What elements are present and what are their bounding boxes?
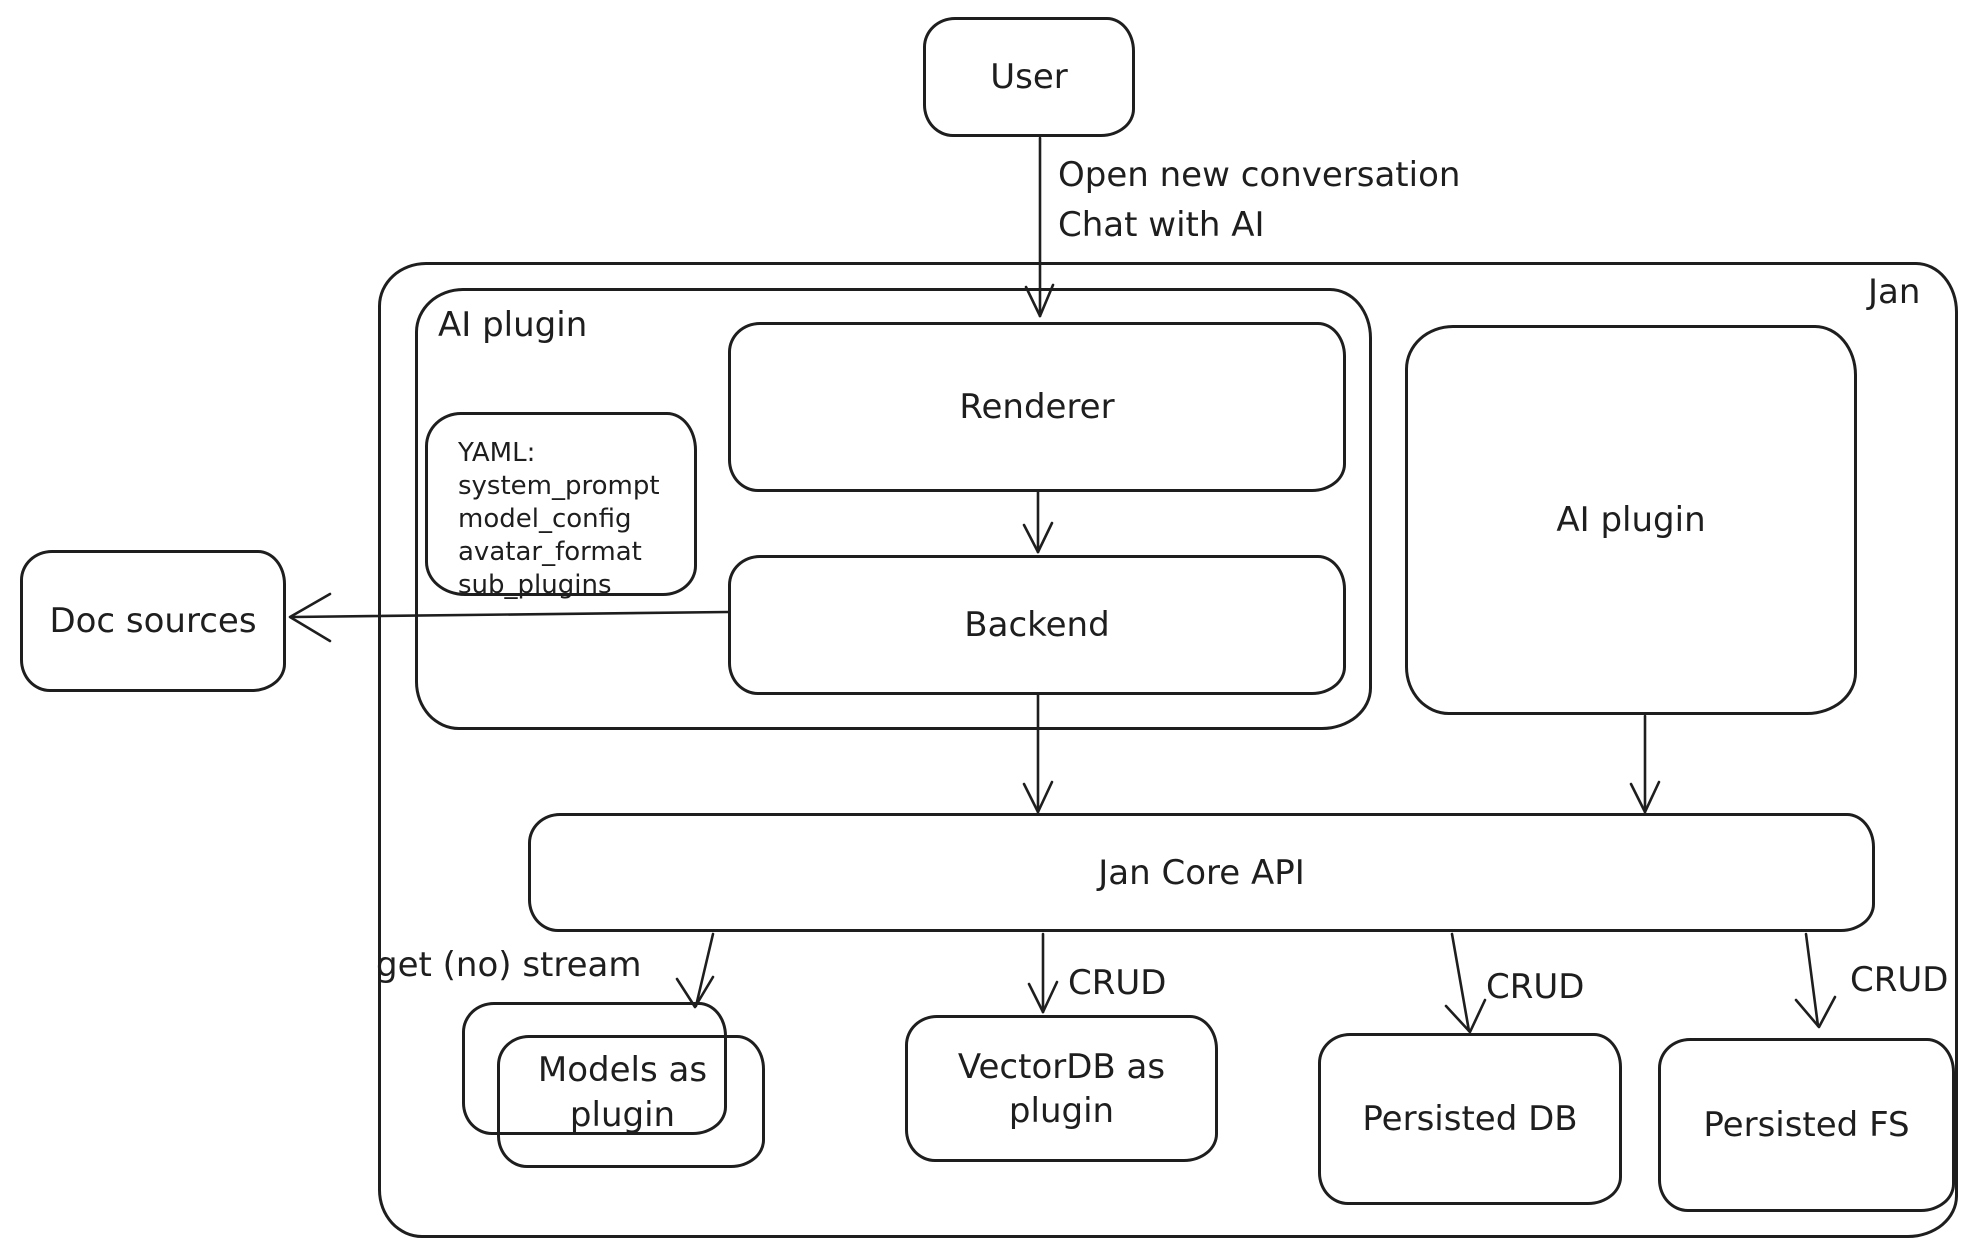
yaml-note-model-config: model_config	[458, 504, 632, 534]
models-as-plugin-front-box	[497, 1035, 765, 1168]
ai-plugin-left-label: AI plugin	[438, 305, 588, 345]
doc-sources-node: Doc sources	[20, 550, 286, 692]
vectordb-line1: VectorDB as	[957, 1046, 1166, 1087]
ai-plugin-right-label: AI plugin	[1556, 500, 1706, 540]
ai-plugin-left-box	[415, 288, 1372, 730]
models-as-plugin-label: Models as plugin	[480, 1048, 765, 1138]
models-as-plugin-line1: Models as	[537, 1050, 708, 1090]
edge-label-crud-persisted-db: CRUD	[1486, 967, 1585, 1007]
yaml-note-sub-plugins: sub_plugins	[458, 570, 612, 600]
persisted-db-node: Persisted DB	[1318, 1033, 1622, 1205]
edge-label-user-to-renderer: Open new conversation Chat with AI	[1058, 150, 1460, 250]
ai-plugin-right-node: AI plugin	[1405, 325, 1857, 715]
backend-node-label: Backend	[964, 605, 1110, 645]
user-node-label: User	[990, 57, 1068, 97]
edge-label-get-no-stream: get (no) stream	[376, 945, 642, 985]
models-as-plugin-back-box	[462, 1002, 727, 1135]
yaml-note: YAML: system_prompt model_config avatar_…	[425, 412, 697, 600]
edge-label-crud-persisted-fs: CRUD	[1850, 960, 1949, 1000]
edge-label-open-conversation: Open new conversation	[1058, 155, 1461, 195]
vectordb-as-plugin-node: VectorDB as plugin	[905, 1015, 1218, 1162]
persisted-fs-node: Persisted FS	[1658, 1038, 1955, 1212]
edge-label-crud-vectordb: CRUD	[1068, 963, 1167, 1003]
doc-sources-node-label: Doc sources	[49, 601, 257, 641]
persisted-db-label: Persisted DB	[1362, 1099, 1578, 1139]
edge-label-chat-with-ai: Chat with AI	[1058, 205, 1265, 245]
yaml-note-title: YAML:	[458, 438, 536, 468]
models-as-plugin-line2: plugin	[569, 1095, 676, 1135]
renderer-node-label: Renderer	[959, 387, 1115, 427]
user-node: User	[923, 17, 1135, 137]
jan-core-api-label: Jan Core API	[1098, 852, 1305, 893]
jan-container-label: Jan	[1868, 272, 1921, 312]
renderer-node: Renderer	[728, 322, 1346, 492]
vectordb-line2: plugin	[1008, 1090, 1115, 1131]
yaml-note-avatar-format: avatar_format	[458, 537, 642, 567]
jan-container-box	[378, 262, 1958, 1238]
jan-core-api-node: Jan Core API	[528, 813, 1875, 932]
persisted-fs-label: Persisted FS	[1703, 1105, 1910, 1145]
yaml-note-system-prompt: system_prompt	[458, 471, 660, 501]
backend-node: Backend	[728, 555, 1346, 695]
